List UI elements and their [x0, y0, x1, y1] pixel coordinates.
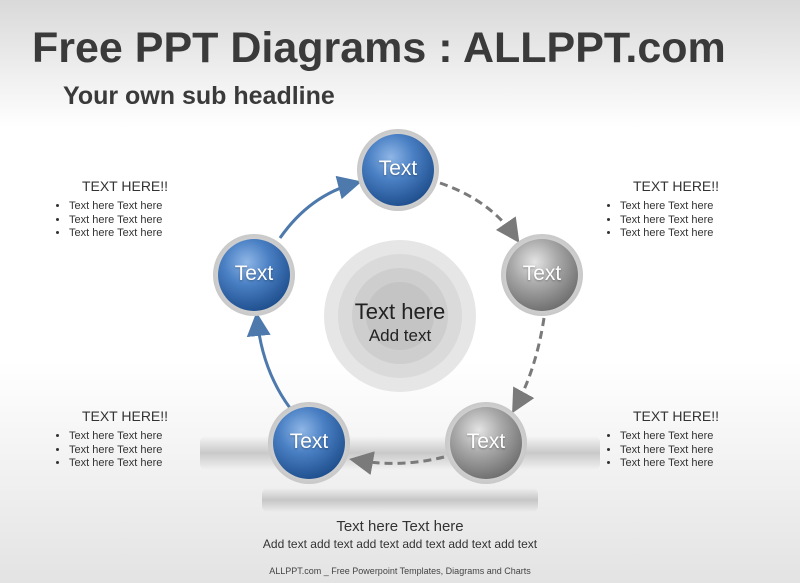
node-bottom-right: [445, 402, 527, 484]
list-item: Text here Text here: [69, 457, 205, 471]
callout-heading: TEXT HERE!!: [632, 178, 720, 194]
list-item: Text here Text here: [620, 430, 756, 444]
list-item: Text here Text here: [620, 444, 756, 458]
callout-top-left: TEXT HERE!! Text here Text here Text her…: [45, 178, 205, 241]
callout-heading: TEXT HERE!!: [81, 178, 169, 194]
callout-heading: TEXT HERE!!: [81, 408, 169, 424]
list-item: Text here Text here: [69, 444, 205, 458]
arrow-right-to-bottomright: [512, 317, 546, 414]
list-item: Text here Text here: [69, 430, 205, 444]
list-item: Text here Text here: [620, 227, 756, 241]
list-item: Text here Text here: [620, 200, 756, 214]
callout-bottom-left: TEXT HERE!! Text here Text here Text her…: [45, 408, 205, 471]
list-item: Text here Text here: [69, 227, 205, 241]
node-right-label: Text: [522, 262, 562, 285]
list-item: Text here Text here: [620, 214, 756, 228]
list-item: Text here Text here: [69, 214, 205, 228]
list-item: Text here Text here: [620, 457, 756, 471]
arrow-bottomright-to-bottomleft: [349, 451, 445, 475]
center-subtitle: Add text: [368, 326, 432, 345]
node-top: [357, 129, 439, 211]
callout-bottom-right: TEXT HERE!! Text here Text here Text her…: [596, 408, 756, 471]
arrow-bottomleft-to-left: [246, 312, 292, 409]
node-left-label: Text: [234, 262, 274, 285]
node-bottom-right-label: Text: [466, 430, 506, 453]
bottom-caption: Text here Text here: [336, 518, 464, 535]
footer-credit: ALLPPT.com _ Free Powerpoint Templates, …: [269, 566, 531, 576]
node-bottom-left: [268, 402, 350, 484]
shadow-band-lower: [262, 488, 538, 512]
arrow-left-to-top: [278, 175, 362, 239]
node-bottom-left-label: Text: [289, 430, 329, 453]
arrow-top-to-right: [439, 181, 520, 243]
page-subtitle: Your own sub headline: [63, 82, 335, 110]
callout-top-right: TEXT HERE!! Text here Text here Text her…: [596, 178, 756, 241]
node-top-label: Text: [378, 157, 418, 180]
node-left: [213, 234, 295, 316]
list-item: Text here Text here: [69, 200, 205, 214]
center-title: Text here: [354, 299, 446, 324]
center-disc: [324, 240, 476, 392]
callout-heading: TEXT HERE!!: [632, 408, 720, 424]
page-title: Free PPT Diagrams : ALLPPT.com: [32, 24, 726, 72]
bottom-subcaption: Add text add text add text add text add …: [262, 537, 538, 551]
node-right: [501, 234, 583, 316]
